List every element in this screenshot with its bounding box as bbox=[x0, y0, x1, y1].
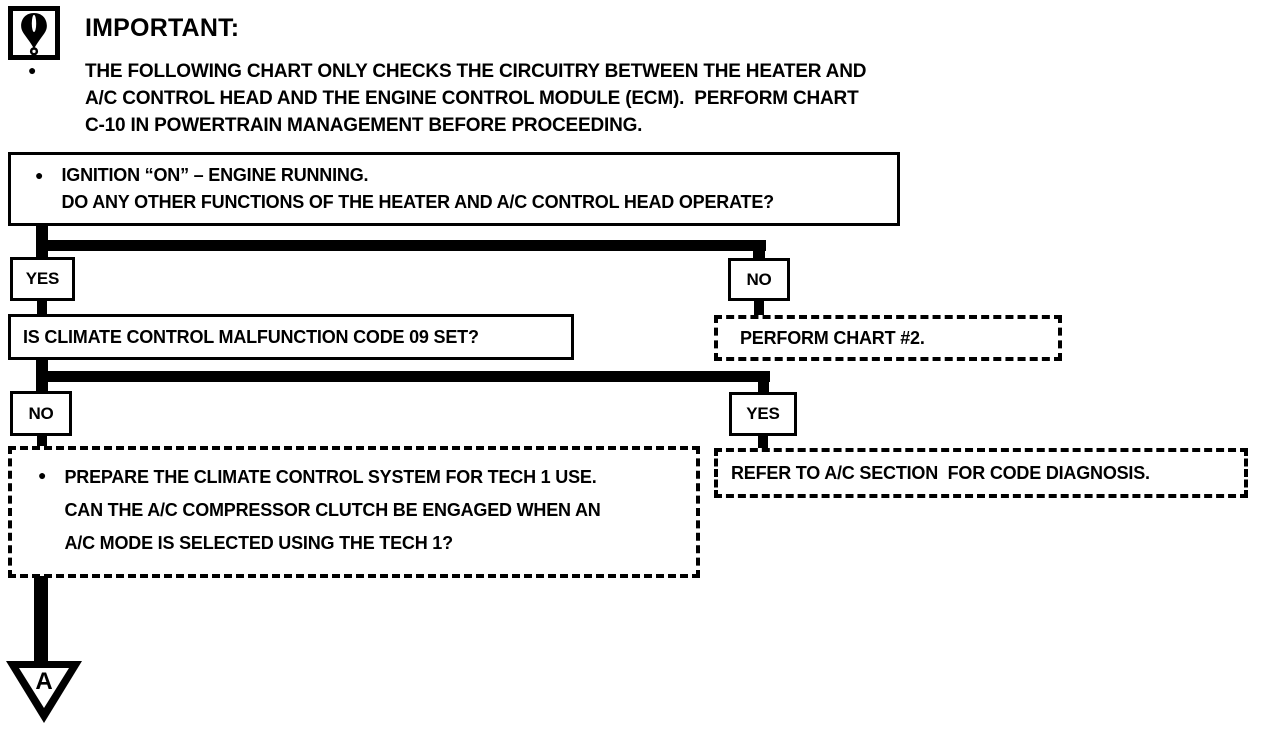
branch2-yes-box: YES bbox=[729, 392, 797, 436]
branch2-no-box: NO bbox=[10, 391, 72, 436]
important-alert-icon bbox=[8, 6, 60, 60]
action-text: REFER TO A/C SECTION FOR CODE DIAGNOSIS. bbox=[731, 462, 1150, 483]
action-box-refer-ac-section: REFER TO A/C SECTION FOR CODE DIAGNOSIS. bbox=[714, 448, 1248, 498]
no-label: NO bbox=[746, 269, 772, 289]
note-line-2: A/C CONTROL HEAD AND THE ENGINE CONTROL … bbox=[85, 88, 859, 109]
action-box-perform-chart2: PERFORM CHART #2. bbox=[714, 315, 1062, 361]
yes-label: YES bbox=[746, 404, 780, 423]
connector-line bbox=[753, 240, 765, 260]
question-bullet: ● bbox=[35, 167, 44, 183]
yes-label: YES bbox=[25, 269, 60, 288]
note-line-3: C-10 IN POWERTRAIN MANAGEMENT BEFORE PRO… bbox=[85, 115, 643, 136]
note-bullet: ● bbox=[28, 62, 37, 78]
note-line-1: THE FOLLOWING CHART ONLY CHECKS THE CIRC… bbox=[85, 61, 867, 82]
connector-line bbox=[754, 299, 764, 317]
action-text: PREPARE THE CLIMATE CONTROL SYSTEM FOR T… bbox=[64, 461, 600, 560]
tech1-line-2: CAN THE A/C COMPRESSOR CLUTCH BE ENGAGED… bbox=[64, 500, 601, 520]
action-text: PERFORM CHART #2. bbox=[740, 327, 925, 348]
question-box-ignition: ● IGNITION “ON” – ENGINE RUNNING. DO ANY… bbox=[8, 152, 900, 226]
question-text: IGNITION “ON” – ENGINE RUNNING. DO ANY O… bbox=[61, 162, 774, 216]
important-heading: IMPORTANT: bbox=[85, 14, 240, 42]
connector-line bbox=[36, 240, 766, 251]
offpage-connector-a: A bbox=[4, 658, 84, 726]
connector-line bbox=[758, 371, 769, 393]
down-triangle-icon: A bbox=[6, 661, 82, 723]
no-label: NO bbox=[28, 403, 54, 423]
connector-line bbox=[37, 299, 47, 316]
exclamation-icon bbox=[21, 12, 47, 56]
branch1-no-box: NO bbox=[728, 258, 790, 301]
offpage-label: A bbox=[35, 668, 52, 695]
branch1-yes-box: YES bbox=[10, 257, 75, 301]
action-bullet: ● bbox=[38, 467, 47, 483]
tech1-line-3: A/C MODE IS SELECTED USING THE TECH 1? bbox=[64, 533, 453, 553]
question-text: IS CLIMATE CONTROL MALFUNCTION CODE 09 S… bbox=[23, 326, 479, 347]
connector-line bbox=[36, 371, 770, 382]
question-line-1: IGNITION “ON” – ENGINE RUNNING. bbox=[61, 165, 369, 185]
action-box-tech1: ● PREPARE THE CLIMATE CONTROL SYSTEM FOR… bbox=[8, 446, 700, 578]
question-line-2: DO ANY OTHER FUNCTIONS OF THE HEATER AND… bbox=[61, 192, 774, 212]
question-box-code09: IS CLIMATE CONTROL MALFUNCTION CODE 09 S… bbox=[8, 314, 574, 360]
connector-line bbox=[758, 434, 768, 450]
important-note: THE FOLLOWING CHART ONLY CHECKS THE CIRC… bbox=[85, 58, 866, 139]
connector-line bbox=[34, 576, 48, 668]
tech1-line-1: PREPARE THE CLIMATE CONTROL SYSTEM FOR T… bbox=[64, 467, 597, 487]
connector-line bbox=[37, 434, 47, 448]
